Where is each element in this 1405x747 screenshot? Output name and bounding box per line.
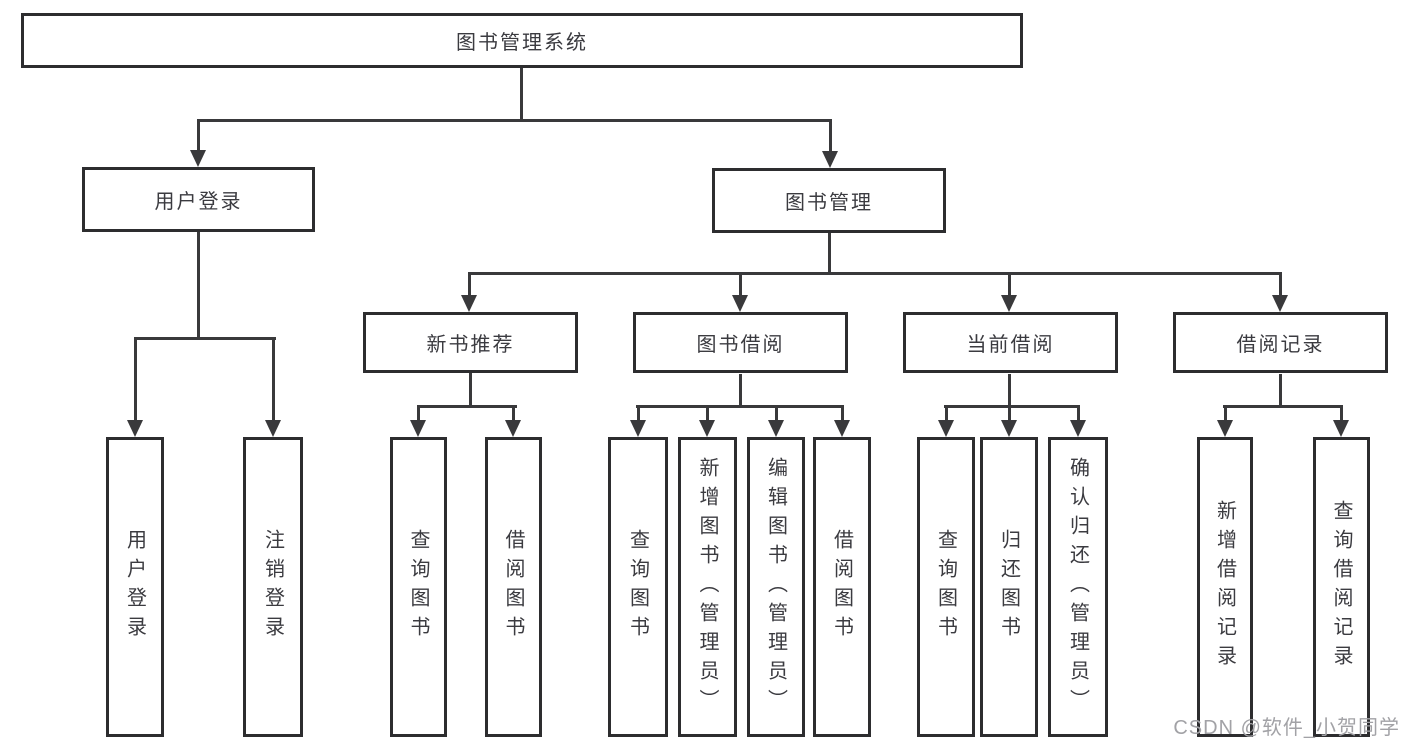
node-user-login: 用户登录	[82, 167, 315, 232]
connector-line	[944, 405, 1080, 408]
connector-line	[134, 337, 137, 422]
node-book-borrowing: 图书借阅	[633, 312, 848, 373]
arrow-down-icon	[461, 295, 477, 312]
node-new-book-recommendation: 新书推荐	[363, 312, 578, 373]
arrow-down-icon	[190, 150, 206, 167]
connector-line	[197, 232, 200, 338]
node-edit-book-admin: 编辑图书（管理员）	[747, 437, 805, 737]
node-borrowing-records: 借阅记录	[1173, 312, 1388, 373]
node-borrow-books-recommend: 借阅图书	[485, 437, 542, 737]
connector-line	[945, 405, 948, 422]
connector-line	[272, 337, 275, 422]
connector-line	[1224, 405, 1227, 422]
node-query-books-current: 查询图书	[917, 437, 975, 737]
node-query-books-borrowing: 查询图书	[608, 437, 668, 737]
watermark: CSDN @软件_小贺同学	[1173, 717, 1400, 739]
connector-line	[1340, 405, 1343, 422]
connector-line	[1008, 405, 1011, 422]
arrow-down-icon	[768, 420, 784, 437]
arrow-down-icon	[1217, 420, 1233, 437]
node-user-login-leaf: 用户登录	[106, 437, 164, 737]
connector-line	[841, 405, 844, 422]
connector-line	[829, 119, 832, 152]
arrow-down-icon	[410, 420, 426, 437]
arrow-down-icon	[1070, 420, 1086, 437]
connector-line	[469, 373, 472, 407]
connector-line	[197, 119, 200, 152]
node-book-management: 图书管理	[712, 168, 946, 233]
arrow-down-icon	[834, 420, 850, 437]
connector-line	[417, 405, 517, 408]
connector-line	[1279, 272, 1282, 297]
arrow-down-icon	[699, 420, 715, 437]
connector-line	[775, 405, 778, 422]
arrow-down-icon	[732, 295, 748, 312]
arrow-down-icon	[1272, 295, 1288, 312]
arrow-down-icon	[938, 420, 954, 437]
arrow-down-icon	[1333, 420, 1349, 437]
connector-line	[739, 374, 742, 407]
node-borrow-books-borrowing: 借阅图书	[813, 437, 871, 737]
arrow-down-icon	[1001, 295, 1017, 312]
arrow-down-icon	[505, 420, 521, 437]
node-query-borrow-record: 查询借阅记录	[1313, 437, 1370, 737]
connector-line	[468, 272, 1282, 275]
arrow-down-icon	[1001, 420, 1017, 437]
arrow-down-icon	[265, 420, 281, 437]
connector-line	[468, 272, 471, 297]
connector-line	[637, 405, 640, 422]
connector-line	[1279, 374, 1282, 407]
arrow-down-icon	[822, 151, 838, 168]
node-confirm-return-admin: 确认归还（管理员）	[1048, 437, 1108, 737]
connector-line	[520, 68, 523, 121]
node-query-books-recommend: 查询图书	[390, 437, 447, 737]
arrow-down-icon	[127, 420, 143, 437]
connector-line	[706, 405, 709, 422]
node-logout: 注销登录	[243, 437, 303, 737]
connector-line	[739, 272, 742, 297]
node-current-borrowing: 当前借阅	[903, 312, 1118, 373]
connector-line	[197, 119, 832, 122]
arrow-down-icon	[630, 420, 646, 437]
connector-line	[1077, 405, 1080, 422]
connector-line	[134, 337, 276, 340]
node-add-borrow-record: 新增借阅记录	[1197, 437, 1253, 737]
node-library-management-system: 图书管理系统	[21, 13, 1023, 68]
connector-line	[1008, 374, 1011, 407]
connector-line	[417, 405, 420, 422]
connector-line	[1008, 272, 1011, 297]
node-add-book-admin: 新增图书（管理员）	[678, 437, 737, 737]
connector-line	[636, 405, 844, 408]
connector-line	[828, 233, 831, 274]
connector-line	[1223, 405, 1343, 408]
node-return-books: 归还图书	[980, 437, 1038, 737]
connector-line	[512, 405, 515, 422]
